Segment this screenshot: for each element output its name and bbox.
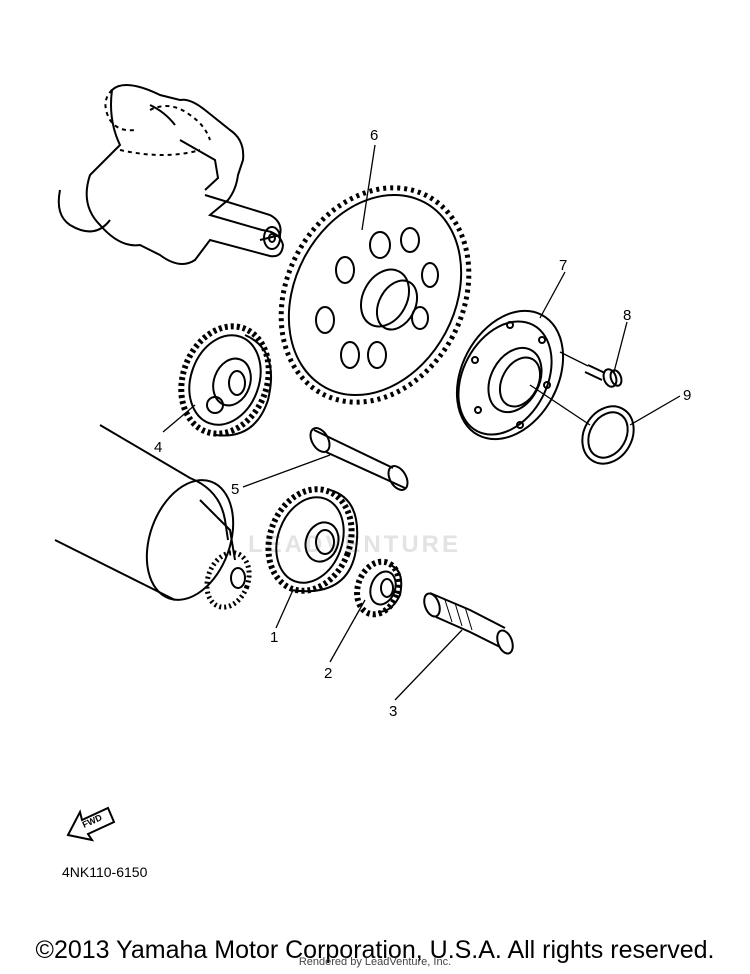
crankshaft-drawing — [57, 84, 285, 265]
leader-line-7 — [539, 271, 566, 319]
part-3-shaft-drawing — [423, 592, 514, 655]
part-1-gear-drawing — [265, 486, 359, 594]
callout-6: 6 — [370, 127, 378, 144]
callout-9: 9 — [683, 387, 691, 404]
part-7-clutch-drawing — [455, 309, 565, 441]
fwd-arrow-icon: FWD — [66, 806, 116, 842]
leader-line-9 — [629, 395, 681, 426]
transmission-shaft-drawing — [54, 424, 252, 610]
callout-2: 2 — [324, 665, 332, 682]
part-5-shaft-drawing — [309, 427, 409, 491]
leader-line-2 — [329, 599, 366, 663]
leader-line-3 — [394, 629, 463, 701]
leader-line-1 — [275, 589, 294, 629]
leader-line-9b — [529, 384, 591, 426]
leader-line-7b — [559, 351, 589, 367]
diagram-part-code: 4NK110-6150 — [62, 864, 148, 880]
leader-line-6 — [361, 144, 376, 231]
callout-3: 3 — [389, 703, 397, 720]
callout-4: 4 — [154, 439, 162, 456]
leader-line-4 — [162, 404, 196, 433]
part-9-washer-drawing — [581, 405, 635, 465]
part-8-bolt-drawing — [584, 364, 623, 388]
callout-5: 5 — [231, 481, 239, 498]
rendered-by-credit: Rendered by LeadVenture, Inc. — [298, 956, 452, 968]
part-4-gear-drawing — [178, 323, 272, 437]
callout-labels: 1 2 3 4 5 6 7 8 9 — [154, 127, 691, 720]
callout-8: 8 — [623, 307, 631, 324]
callout-1: 1 — [270, 629, 278, 646]
part-6-gear-drawing — [278, 185, 472, 405]
copyright-notice: ©2013 Yamaha Motor Corporation, U.S.A. A… — [35, 936, 715, 964]
leader-line-5 — [242, 454, 331, 488]
callout-7: 7 — [559, 257, 567, 274]
leader-line-8 — [613, 321, 628, 373]
part-2-gear-drawing — [354, 558, 403, 618]
leader-lines — [162, 144, 681, 701]
